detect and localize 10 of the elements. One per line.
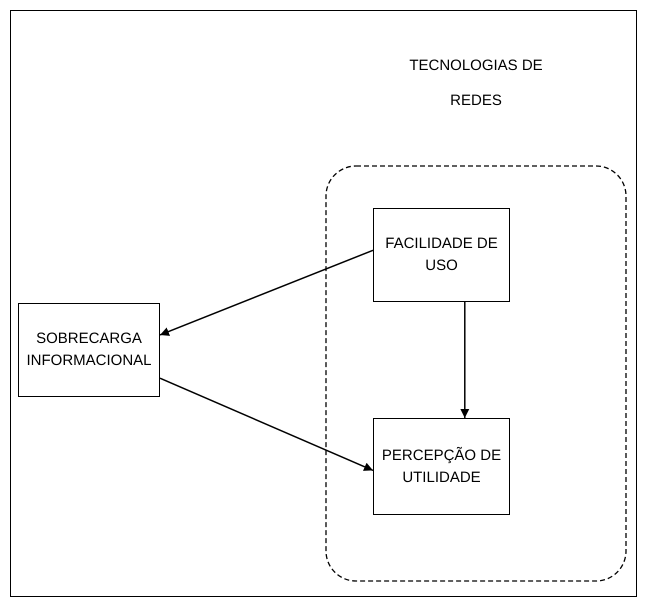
concept-box <box>18 303 160 397</box>
arrow <box>460 302 470 418</box>
box-label: SOBRECARGA INFORMACIONAL <box>25 329 152 371</box>
box-label: PERCEPÇÃO DE UTILIDADE <box>380 446 502 488</box>
arrow <box>160 250 374 336</box>
box-label: FACILIDADE DE USO <box>384 234 499 276</box>
concept-box <box>373 418 510 515</box>
arrow <box>160 378 374 472</box>
concept-box <box>373 208 510 302</box>
group-heading: TECNOLOGIAS DE REDES <box>408 56 544 111</box>
